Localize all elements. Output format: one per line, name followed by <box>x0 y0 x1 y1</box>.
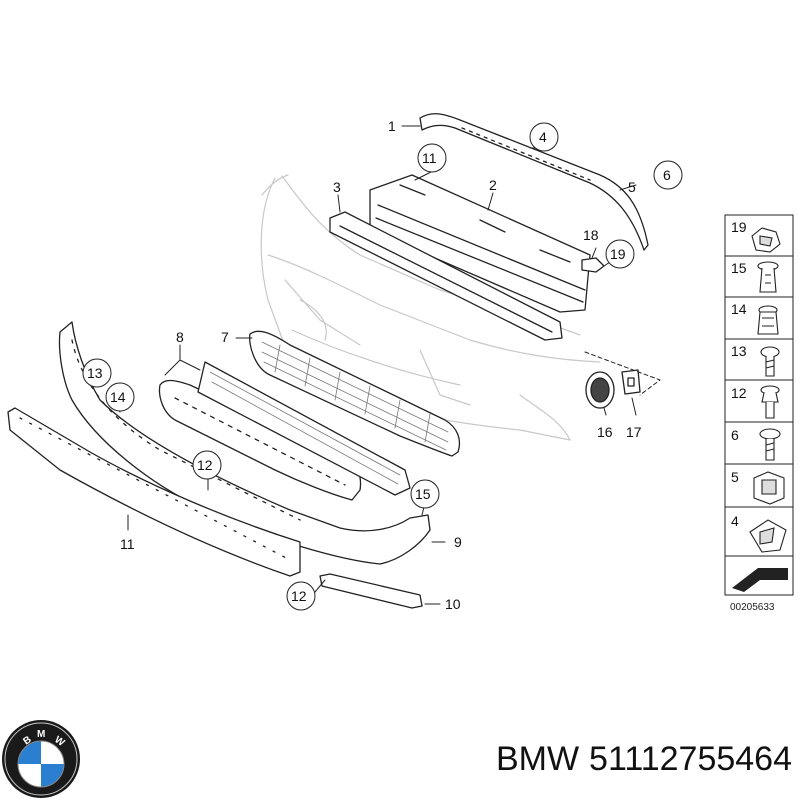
callout-4: 4 <box>539 129 547 145</box>
push-clip-icon <box>757 305 779 335</box>
flange-screw-icon <box>759 428 781 461</box>
callout-11-top: 11 <box>422 150 437 166</box>
diagram-ref-number: 00205633 <box>730 602 775 613</box>
callout-6: 6 <box>663 167 671 183</box>
callout-13: 13 <box>87 365 103 381</box>
pin-clip-icon <box>760 385 780 419</box>
callout-labels: 1 4 6 5 11 2 3 18 19 8 7 13 14 12 15 9 1… <box>82 118 683 612</box>
lower-strip <box>7 407 301 577</box>
mesh-grille <box>249 330 461 457</box>
legend-label-6: 6 <box>731 427 739 443</box>
part-number: 51112755464 <box>589 740 792 778</box>
callout-2: 2 <box>489 177 497 193</box>
retaining-clip-icon <box>749 519 787 553</box>
small-strip <box>319 573 423 609</box>
expansion-rivet-icon <box>757 261 779 293</box>
callout-14: 14 <box>110 389 126 405</box>
callout-7: 7 <box>221 329 229 345</box>
legend-label-4: 4 <box>731 513 739 529</box>
callout-5: 5 <box>628 179 636 195</box>
legend-label-14: 14 <box>731 301 747 317</box>
orientation-arrow-icon <box>728 562 790 592</box>
spring-clip-icon <box>753 471 785 505</box>
badge-bracket <box>621 369 641 395</box>
lower-grille <box>158 361 411 501</box>
legend-label-15: 15 <box>731 260 747 276</box>
bmw-logo: B M W <box>2 720 80 798</box>
clip-nut-icon <box>751 227 781 253</box>
callout-10: 10 <box>445 596 461 612</box>
legend-label-12: 12 <box>731 385 747 401</box>
callout-17: 17 <box>626 424 642 440</box>
callout-8: 8 <box>176 329 184 345</box>
legend-label-5: 5 <box>731 469 739 485</box>
small-clip <box>581 257 605 273</box>
screw-icon <box>760 346 780 377</box>
brand-name: BMW <box>495 740 580 778</box>
callout-12-bottom: 12 <box>291 588 307 604</box>
upper-trim-strip <box>419 113 649 251</box>
callout-9: 9 <box>454 534 462 550</box>
svg-text:M: M <box>37 729 45 740</box>
callout-1: 1 <box>388 118 396 134</box>
fastener-legend: 19 15 14 13 12 6 5 4 00205633 <box>724 214 794 613</box>
callout-19: 19 <box>610 246 626 262</box>
reinforcement-strip <box>329 211 563 341</box>
callout-16: 16 <box>597 424 613 440</box>
legend-label-19: 19 <box>731 219 747 235</box>
legend-label-13: 13 <box>731 343 747 359</box>
callout-18: 18 <box>583 227 599 243</box>
lower-spoiler <box>58 321 431 565</box>
callout-3: 3 <box>333 179 341 195</box>
callout-12-mid: 12 <box>197 457 213 473</box>
callout-11-bottom: 11 <box>120 536 135 552</box>
callout-15: 15 <box>415 486 431 502</box>
badge-emblem <box>585 371 615 409</box>
